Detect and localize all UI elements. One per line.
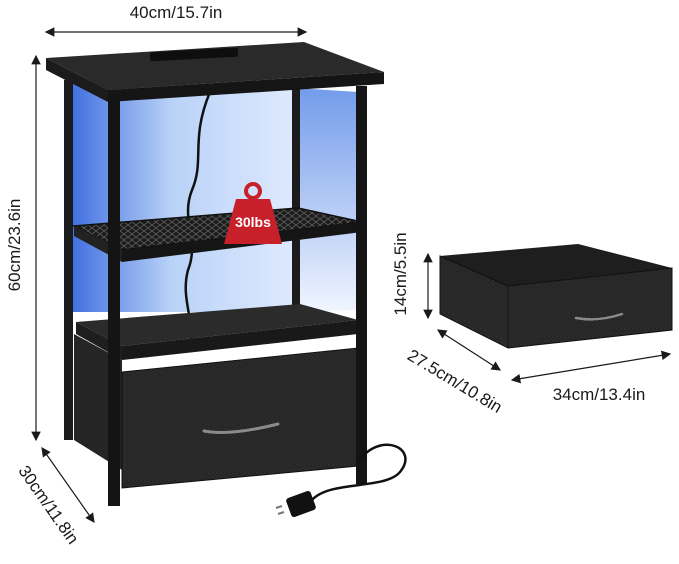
nightstand: 30lbs <box>46 42 407 517</box>
drawer-inner <box>440 244 672 286</box>
led-glow-panel <box>70 80 296 312</box>
charging-station-icon <box>149 47 239 62</box>
tabletop <box>46 42 384 90</box>
drawer-depth-dimension-line <box>436 329 502 371</box>
drawer-width-dimension-line <box>510 350 672 384</box>
weight-badge: 30lbs <box>224 182 282 244</box>
width-label: 40cm/15.7in <box>130 3 223 22</box>
back-left-post <box>64 80 73 440</box>
drawer-depth-label: 27.5cm/10.8in <box>404 346 505 417</box>
drawer-front <box>121 347 359 489</box>
power-plug-icon <box>286 491 316 517</box>
depth-label: 30cm/11.8in <box>15 462 83 548</box>
badge-ring <box>244 182 262 200</box>
drawer-width-label: 34cm/13.4in <box>553 385 646 404</box>
plug-cord <box>311 443 407 501</box>
bottom-shelf <box>76 304 358 346</box>
weight-icon <box>224 199 282 244</box>
drawer-height-label: 14cm/5.5in <box>391 232 410 315</box>
back-right-post <box>292 86 300 316</box>
height-label: 60cm/23.6in <box>5 199 24 292</box>
drawer-box-handle <box>574 312 624 321</box>
front-left-post <box>108 92 120 506</box>
weight-capacity-label: 30lbs <box>235 214 271 230</box>
depth-dimension-line <box>41 447 95 523</box>
drawer-box <box>439 244 673 349</box>
front-right-post <box>356 86 367 484</box>
drawer-box-front <box>507 267 673 349</box>
drawer-handle <box>202 422 280 434</box>
